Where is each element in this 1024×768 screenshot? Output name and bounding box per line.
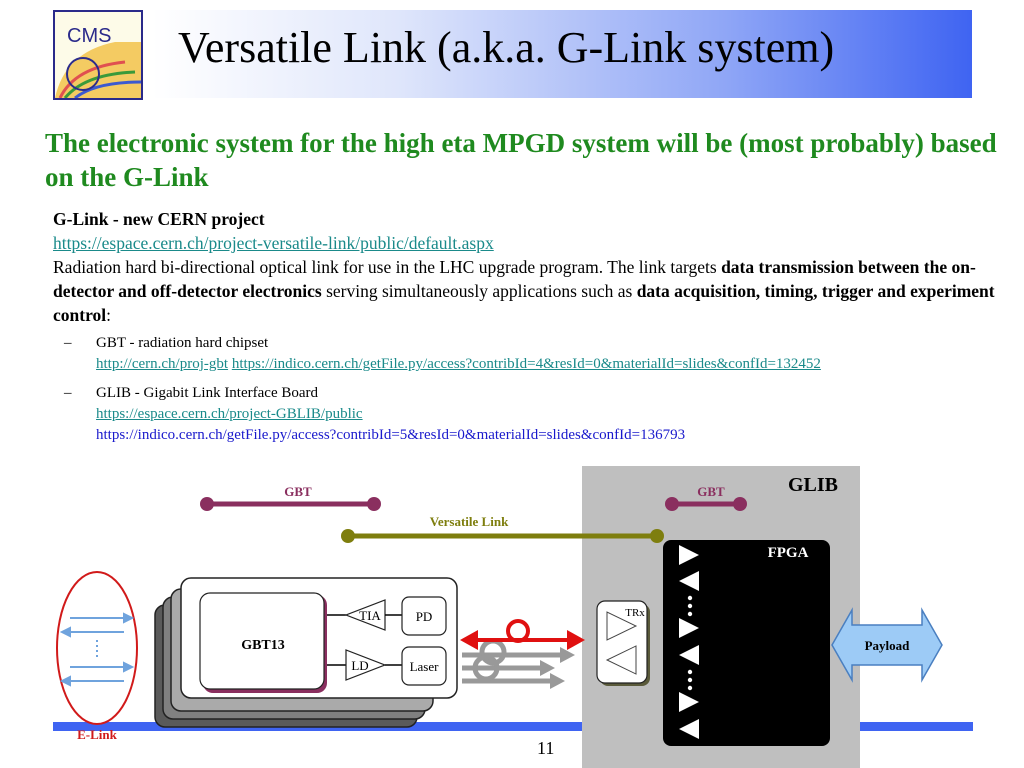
bullet-glib-label: GLIB - Gigabit Link Interface Board [96, 385, 319, 401]
payload-arrow [831, 607, 943, 683]
gbt-right-label: GBT [697, 484, 725, 499]
glib-link-1[interactable]: https://espace.cern.ch/project-GBLIB/pub… [96, 406, 363, 422]
gbt13-label: GBT13 [241, 638, 285, 653]
laser-label: Laser [410, 659, 440, 674]
ld-label: LD [351, 658, 368, 673]
title-bar [152, 10, 972, 98]
logo-text: CMS [67, 25, 111, 47]
footer-line [53, 722, 973, 731]
cms-logo: CMS [53, 10, 143, 100]
fpga-io-arrows [679, 545, 699, 739]
ld-driver [345, 649, 387, 681]
cms-logo-graphic: CMS [55, 12, 142, 100]
gbt-link-2[interactable]: https://indico.cern.ch/getFile.py/access… [231, 356, 821, 372]
glib-label: GLIB [788, 474, 838, 496]
glib-link-2: https://indico.cern.ch/getFile.py/access… [96, 427, 686, 443]
fpga-chip [663, 540, 830, 746]
page-number: 11 [537, 738, 555, 758]
body-description: Radiation hard bi-directional optical li… [53, 257, 995, 325]
bullet-gbt-label: GBT - radiation hard chipset [96, 335, 269, 351]
versatile-link-url[interactable]: https://espace.cern.ch/project-versatile… [53, 233, 494, 253]
tia-label: TIA [359, 608, 381, 623]
pd-box [401, 596, 447, 636]
glink-diagram: GLIB GBT GBT Versatile Link GBT13 TIA PD… [53, 466, 973, 768]
laser-box [401, 646, 447, 686]
body-heading: G-Link - new CERN project [53, 209, 265, 229]
body-block: G-Link - new CERN project https://espace… [53, 207, 1018, 327]
elink-arrows [59, 612, 135, 687]
payload-label: Payload [865, 638, 911, 653]
trx-label: TRx [625, 607, 645, 619]
gbt-left-label: GBT [284, 484, 312, 499]
fpga-label: FPGA [768, 545, 809, 561]
page-title: Versatile Link (a.k.a. G-Link system) [178, 23, 835, 72]
versatile-link-label: Versatile Link [430, 514, 509, 529]
gbt13-chip [199, 592, 325, 690]
gbt-link-1[interactable]: http://cern.ch/proj-gbt [96, 356, 229, 372]
elink-label: E-Link [77, 727, 118, 742]
slide-subtitle: The electronic system for the high eta M… [45, 128, 997, 192]
fibre-bundle [462, 638, 560, 684]
elink-ellipse [56, 571, 138, 725]
pd-label: PD [416, 609, 433, 624]
